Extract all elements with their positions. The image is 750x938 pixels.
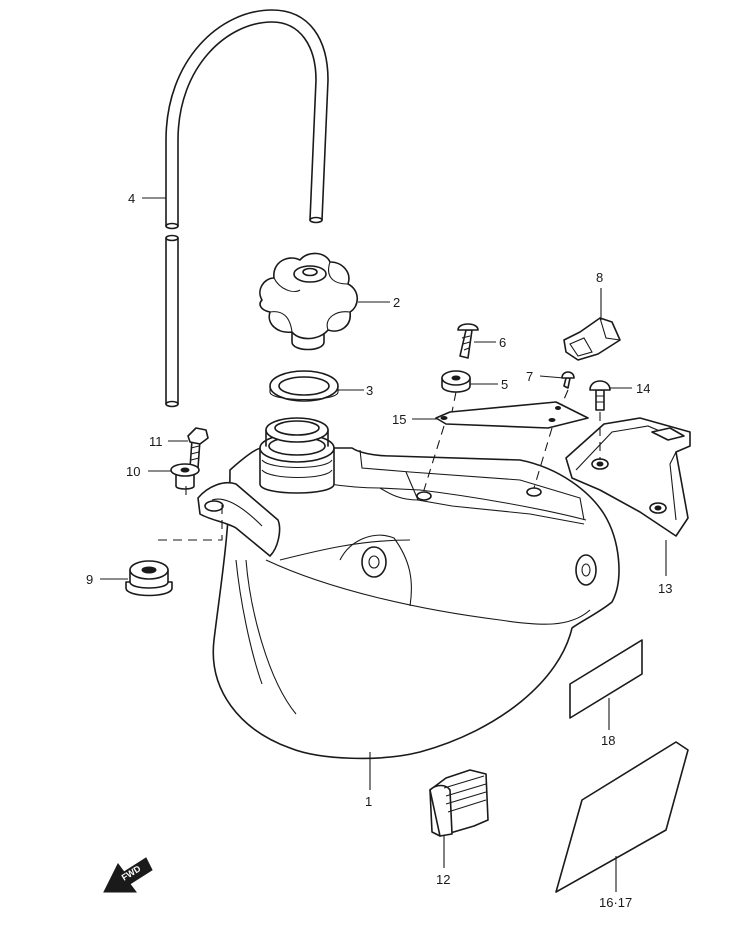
cap-gasket bbox=[269, 370, 339, 402]
callout-3: 3 bbox=[366, 383, 373, 398]
label-18 bbox=[569, 639, 643, 719]
screw-6 bbox=[457, 323, 479, 359]
callout-10: 10 bbox=[126, 464, 140, 479]
bolt-11 bbox=[187, 427, 209, 469]
callout-15: 15 bbox=[392, 412, 406, 427]
label-16-17 bbox=[555, 741, 689, 893]
callout-5: 5 bbox=[501, 377, 508, 392]
breather-hose bbox=[165, 9, 329, 408]
callout-13: 13 bbox=[658, 581, 672, 596]
callout-6: 6 bbox=[499, 335, 506, 350]
grommet-9 bbox=[125, 560, 173, 597]
fwd-arrow-icon: FWD bbox=[103, 857, 153, 893]
callout-9: 9 bbox=[86, 572, 93, 587]
callout-11: 11 bbox=[149, 434, 163, 449]
callout-2: 2 bbox=[393, 295, 400, 310]
screw-7 bbox=[561, 371, 575, 389]
nut-5 bbox=[441, 370, 471, 393]
callout-4: 4 bbox=[128, 191, 135, 206]
callout-12: 12 bbox=[436, 872, 450, 887]
fuel-tank bbox=[197, 417, 620, 760]
callout-8: 8 bbox=[596, 270, 603, 285]
callout-1: 1 bbox=[365, 794, 372, 809]
collar-10 bbox=[170, 463, 200, 490]
callout-7: 7 bbox=[526, 369, 533, 384]
cover-12 bbox=[429, 769, 489, 837]
leader-lines bbox=[100, 197, 667, 892]
plate-15 bbox=[435, 401, 589, 429]
bracket-13 bbox=[565, 417, 691, 537]
callout-16-17: 16·17 bbox=[599, 895, 632, 910]
callout-18: 18 bbox=[601, 733, 615, 748]
bolt-14 bbox=[589, 380, 611, 411]
strap-hook-8 bbox=[563, 317, 621, 361]
assembly-lines bbox=[158, 389, 601, 541]
fuel-cap bbox=[259, 252, 359, 351]
callouts: 4 2 3 6 5 7 8 14 15 11 10 9 1 12 18 16·1… bbox=[86, 191, 672, 910]
callout-14: 14 bbox=[636, 381, 650, 396]
